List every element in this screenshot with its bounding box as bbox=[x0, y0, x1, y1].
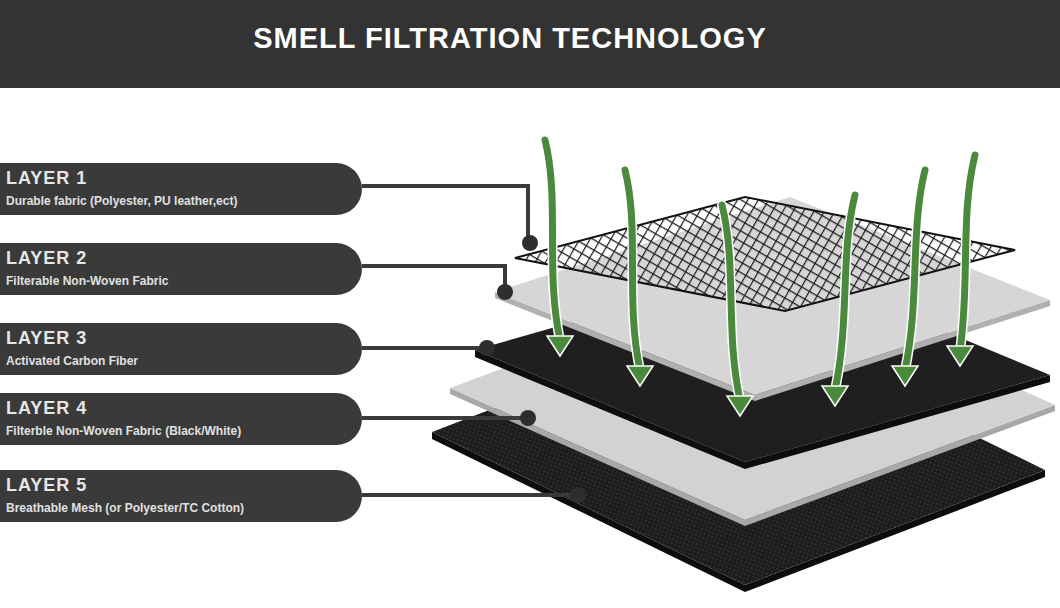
layer-description: Breathable Mesh (or Polyester/TC Cotton) bbox=[6, 500, 332, 516]
airflow-outline bbox=[545, 140, 975, 400]
layer-heading: LAYER 5 bbox=[6, 474, 332, 496]
mesh-sheet bbox=[515, 197, 1015, 311]
layer-tab: LAYER 5 Breathable Mesh (or Polyester/TC … bbox=[0, 470, 362, 522]
layer-heading: LAYER 3 bbox=[6, 327, 332, 349]
layer-tab: LAYER 1 Durable fabric (Polyester, PU lea… bbox=[0, 163, 362, 215]
leader-dots bbox=[479, 235, 586, 503]
layer-tab: LAYER 2 Filterable Non-Woven Fabric bbox=[0, 243, 362, 295]
layer-heading: LAYER 1 bbox=[6, 167, 332, 189]
layer-heading: LAYER 4 bbox=[6, 397, 332, 419]
layer-tab: LAYER 4 Filterble Non-Woven Fabric (Black… bbox=[0, 393, 362, 445]
leader-lines bbox=[362, 186, 578, 495]
layer-description: Filterble Non-Woven Fabric (Black/White) bbox=[6, 423, 332, 439]
layer-description: Filterable Non-Woven Fabric bbox=[6, 273, 332, 289]
arrow-heads bbox=[547, 336, 973, 416]
layer-heading: LAYER 2 bbox=[6, 247, 332, 269]
layer-description: Durable fabric (Polyester, PU leather,ec… bbox=[6, 193, 332, 209]
layer-tab: LAYER 3 Activated Carbon Fiber bbox=[0, 323, 362, 375]
layer-description: Activated Carbon Fiber bbox=[6, 353, 332, 369]
diagram-title: SMELL FILTRATION TECHNOLOGY bbox=[0, 22, 1020, 55]
airflow-arrows bbox=[545, 140, 975, 400]
